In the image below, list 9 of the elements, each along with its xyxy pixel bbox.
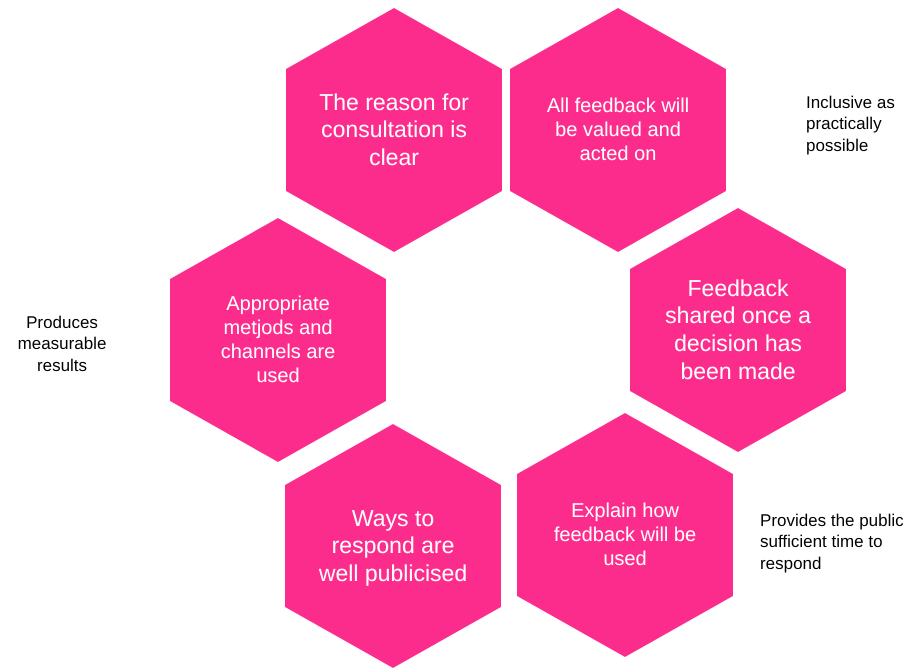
- hexagon-text: Ways to respond are well publicised: [318, 504, 468, 588]
- side-note: Inclusive as practically possible: [806, 92, 896, 156]
- hexagon-text: Appropriate metjods and channels are used: [220, 292, 336, 388]
- side-note: Produces measurable results: [16, 312, 108, 376]
- hexagon-text: Explain how feedback will be used: [552, 499, 698, 571]
- side-note: Provides the public sufficient time to respond: [760, 510, 905, 574]
- hexagon-text: The reason for consultation is clear: [319, 88, 469, 172]
- hexagon-text: All feedback will be valued and acted on: [546, 94, 690, 166]
- hexagon-text: Feedback shared once a decision has been made: [664, 274, 812, 386]
